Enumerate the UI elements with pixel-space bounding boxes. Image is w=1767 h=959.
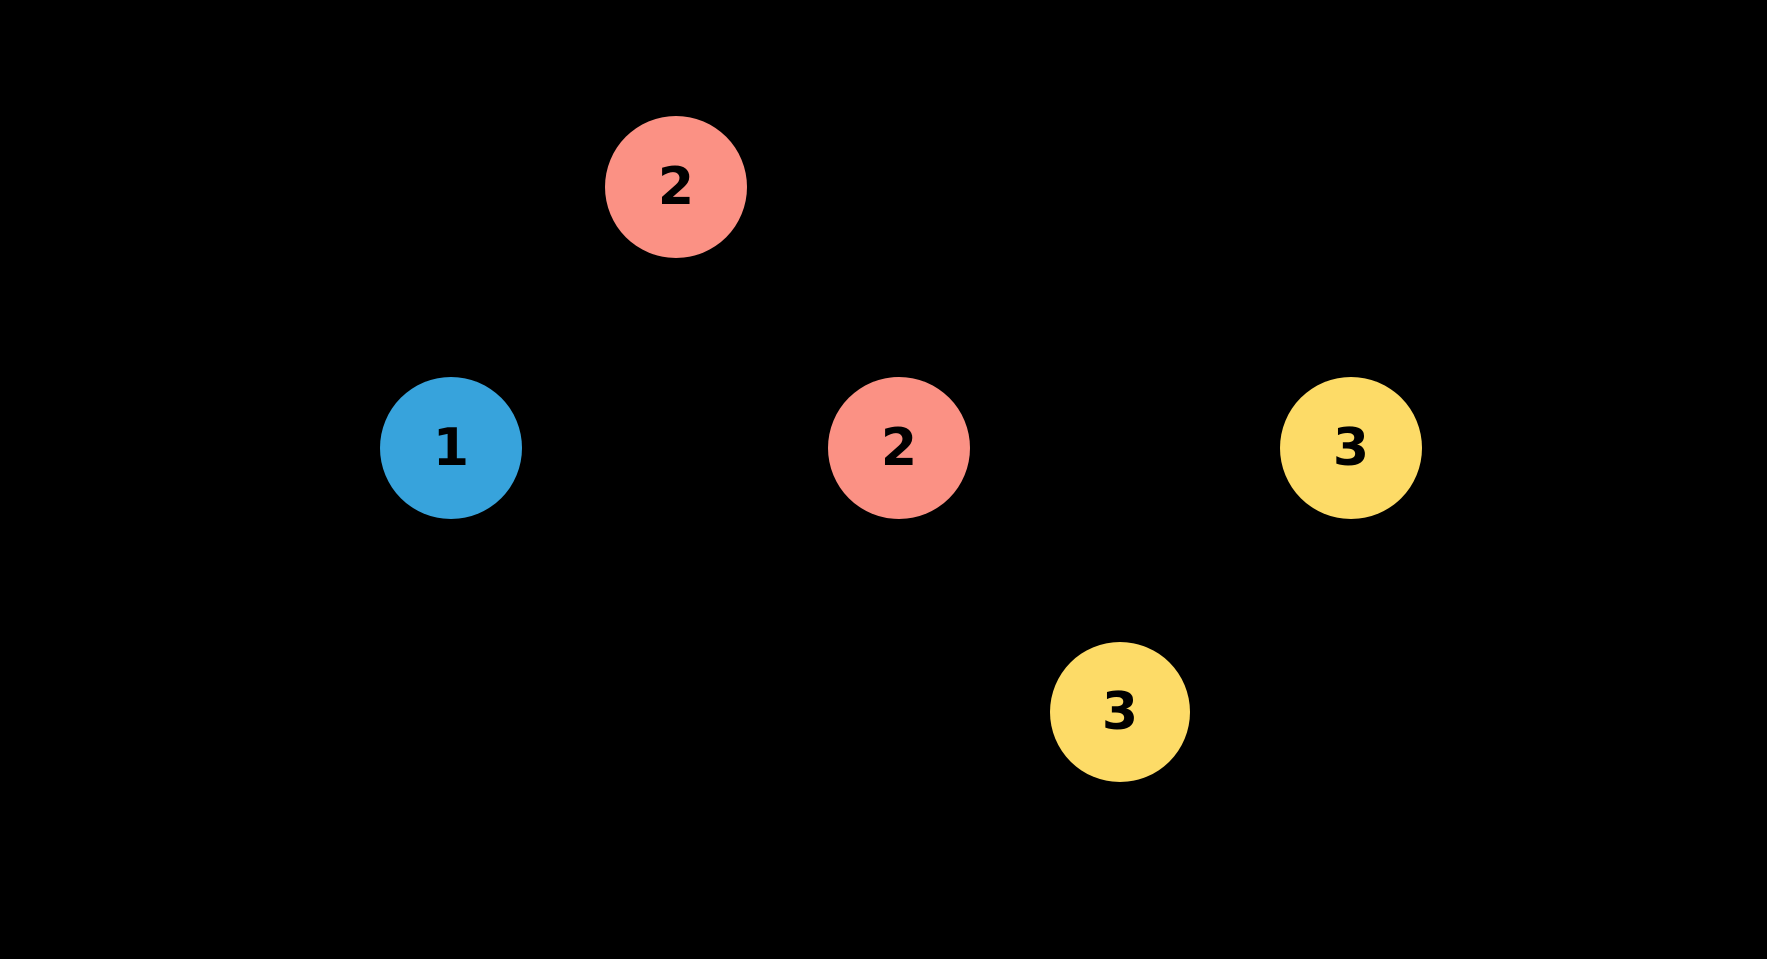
node-3-right-yellow: 3 xyxy=(1280,377,1422,519)
node-label: 2 xyxy=(657,157,695,217)
node-3-bottom-yellow: 3 xyxy=(1050,642,1190,782)
node-1-left-blue: 1 xyxy=(380,377,522,519)
node-label: 1 xyxy=(432,418,470,478)
node-label: 2 xyxy=(880,418,918,478)
node-2-top-salmon: 2 xyxy=(605,116,747,258)
node-label: 3 xyxy=(1101,682,1139,742)
node-label: 3 xyxy=(1332,418,1370,478)
node-2-middle-salmon: 2 xyxy=(828,377,970,519)
